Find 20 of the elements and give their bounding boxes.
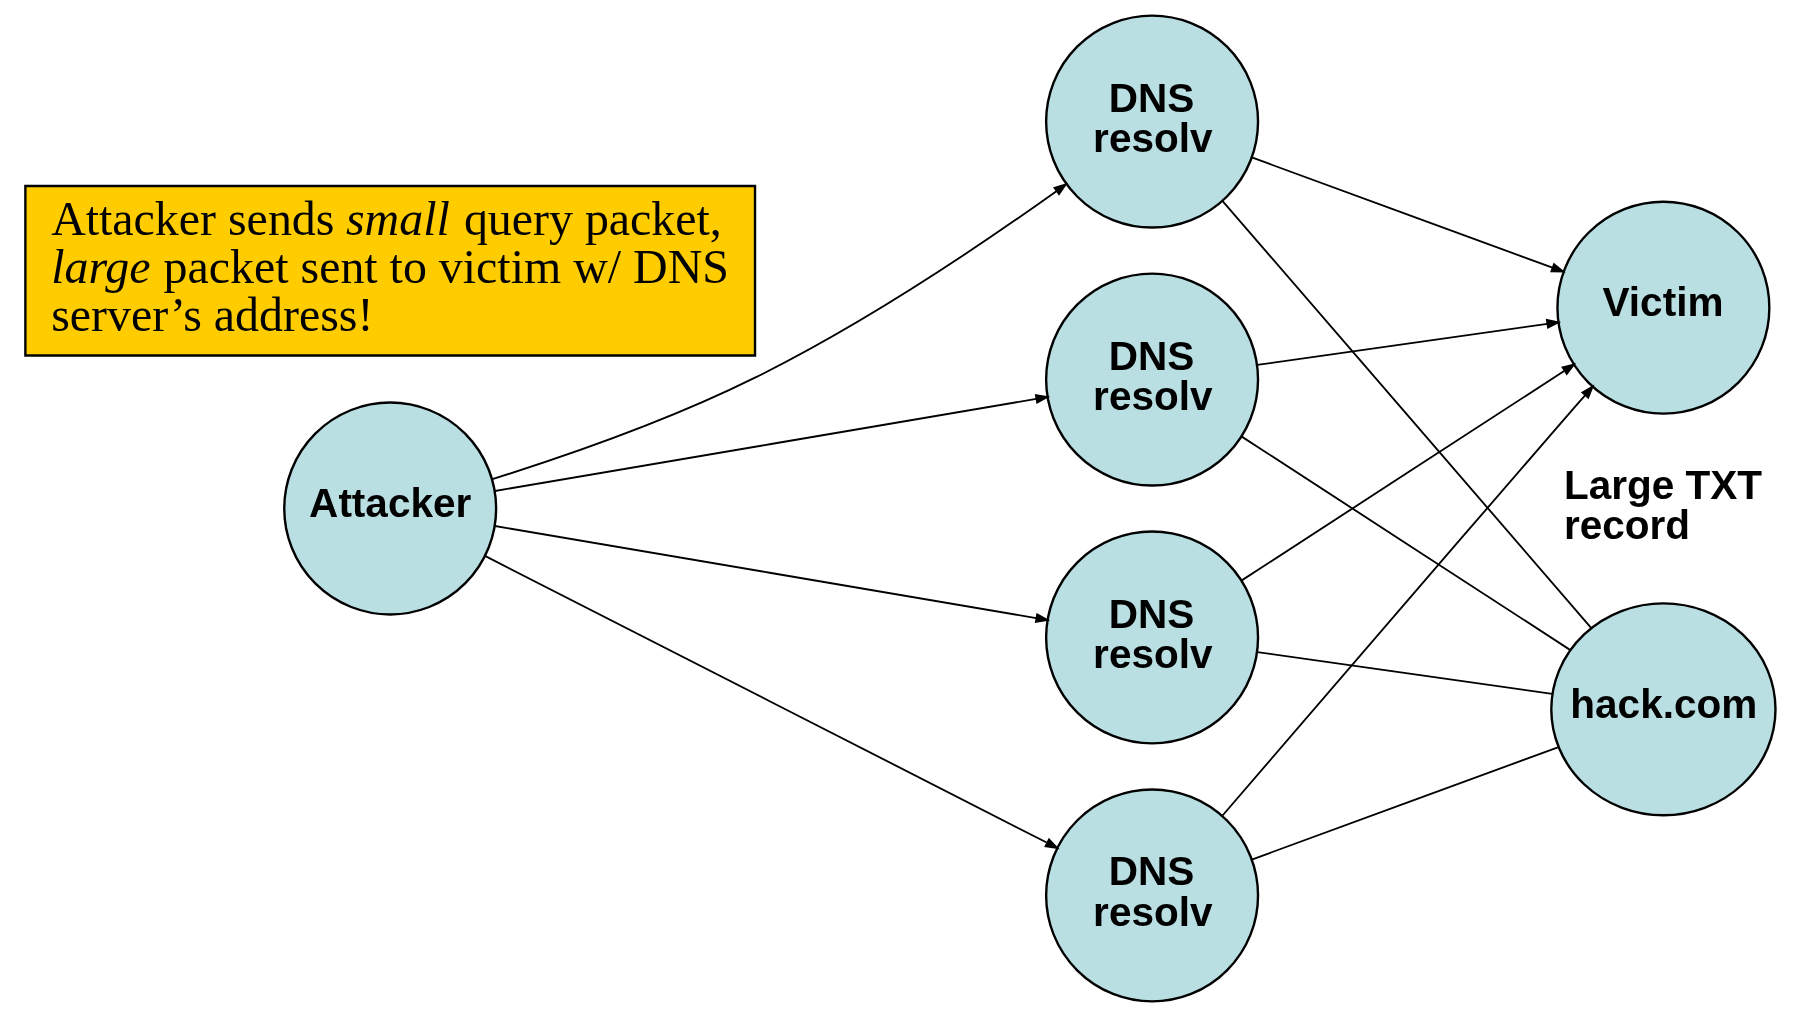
connector bbox=[1255, 651, 1553, 695]
node-circle: DNS resolv bbox=[1044, 14, 1259, 229]
arrow bbox=[493, 525, 1050, 624]
arrow bbox=[1255, 318, 1561, 366]
arrow bbox=[483, 555, 1060, 850]
arrow bbox=[1250, 156, 1566, 273]
node-label: Large TXT record bbox=[1563, 461, 1762, 549]
node-circle: Attacker bbox=[282, 401, 497, 616]
connector bbox=[1221, 199, 1592, 629]
node-circle: Victim bbox=[1555, 200, 1771, 415]
node-circle: DNS resolv bbox=[1044, 530, 1259, 745]
arrow bbox=[490, 182, 1068, 481]
node-box: Attacker sends small query packet, large packet sent to victim w/ DNS server’s address! bbox=[23, 184, 756, 357]
connector bbox=[1240, 435, 1571, 651]
arrow bbox=[493, 393, 1050, 492]
node-circle: hack.com bbox=[1549, 602, 1777, 817]
arrow bbox=[1220, 384, 1594, 817]
node-circle: DNS resolv bbox=[1044, 272, 1259, 487]
connector bbox=[1250, 746, 1559, 861]
arrow bbox=[1240, 363, 1576, 582]
